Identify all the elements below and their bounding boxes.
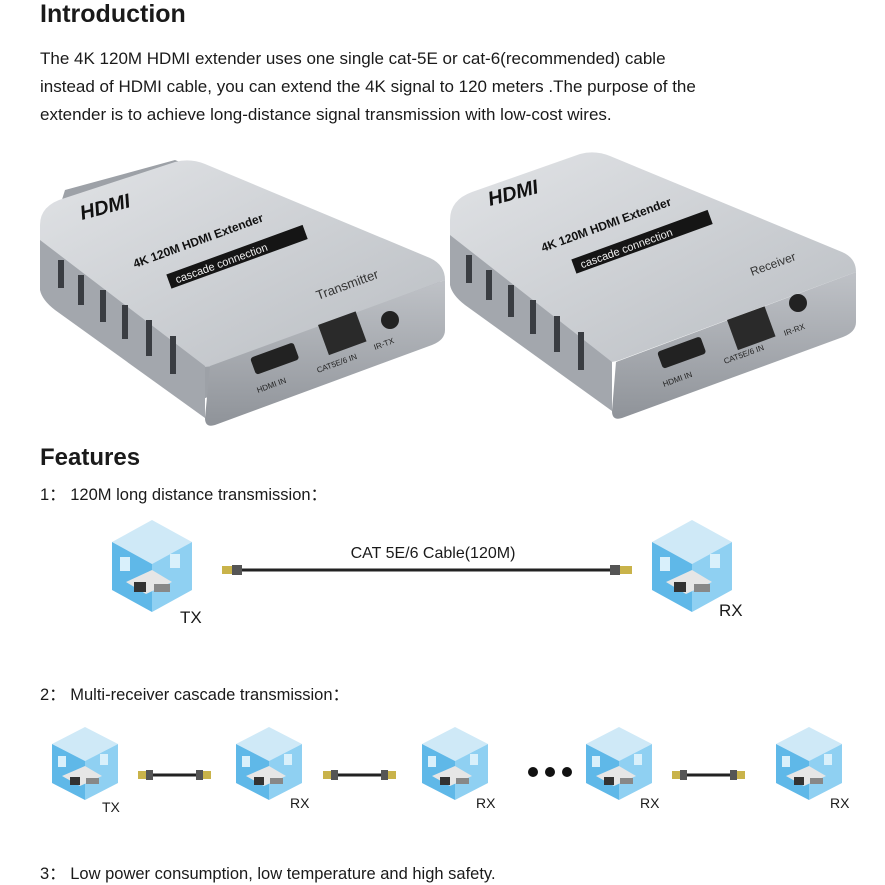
ellipsis-dots (528, 767, 572, 777)
receiver-rj45-port (727, 306, 776, 351)
cable-label: CAT 5E/6 Cable(120M) (351, 545, 516, 562)
intro-line-1: The 4K 120M HDMI extender uses one singl… (40, 49, 666, 68)
feature-2-text: 2： Multi-receiver cascade transmission： (40, 686, 350, 704)
intro-line-3: extender is to achieve long-distance sig… (40, 105, 612, 124)
cascade-rx-room-icon-1 (236, 727, 302, 800)
cable-line (222, 565, 632, 575)
cascade-rx-room-icon-4 (776, 727, 842, 800)
transmitter-device: HDMI 4K 120M HDMI Extender cascade conne… (40, 160, 445, 426)
product-photo: HDMI 4K 120M HDMI Extender cascade conne… (40, 152, 856, 426)
receiver-ir-port (789, 294, 807, 312)
features-title: Features (40, 444, 141, 471)
rx-label: RX (719, 601, 743, 620)
cascade-rx-label-1: RX (290, 795, 310, 811)
receiver-device: HDMI 4K 120M HDMI Extender cascade conne… (450, 152, 856, 419)
feature-1-diagram: TX CAT 5E/6 Cable(120M) RX (112, 520, 743, 627)
tx-room-icon (112, 520, 192, 612)
cascade-tx-room-icon (52, 727, 118, 800)
cascade-cable-2 (321, 768, 398, 782)
cascade-cable-1 (136, 768, 213, 782)
feature-3-text: 3： Low power consumption, low temperatur… (40, 865, 496, 883)
cascade-rx-room-icon-3 (586, 727, 652, 800)
cascade-tx-label: TX (102, 799, 121, 815)
tx-label: TX (180, 608, 202, 627)
cascade-rx-label-3: RX (640, 795, 660, 811)
cascade-rx-label-2: RX (476, 795, 496, 811)
cascade-rx-label-4: RX (830, 795, 850, 811)
intro-title: Introduction (40, 0, 186, 28)
feature-2-diagram: TX RX RX RX RX (52, 727, 850, 815)
cascade-cable-3 (670, 768, 747, 782)
cascade-rx-room-icon-2 (422, 727, 488, 800)
transmitter-rj45-port (318, 311, 367, 356)
transmitter-ir-port (381, 311, 399, 329)
transmitter-hdmi-port (250, 343, 299, 375)
rx-room-icon (652, 520, 732, 612)
feature-1-text: 1： 120M long distance transmission： (40, 486, 328, 504)
intro-line-2: instead of HDMI cable, you can extend th… (40, 77, 696, 96)
receiver-hdmi-port (657, 337, 706, 369)
